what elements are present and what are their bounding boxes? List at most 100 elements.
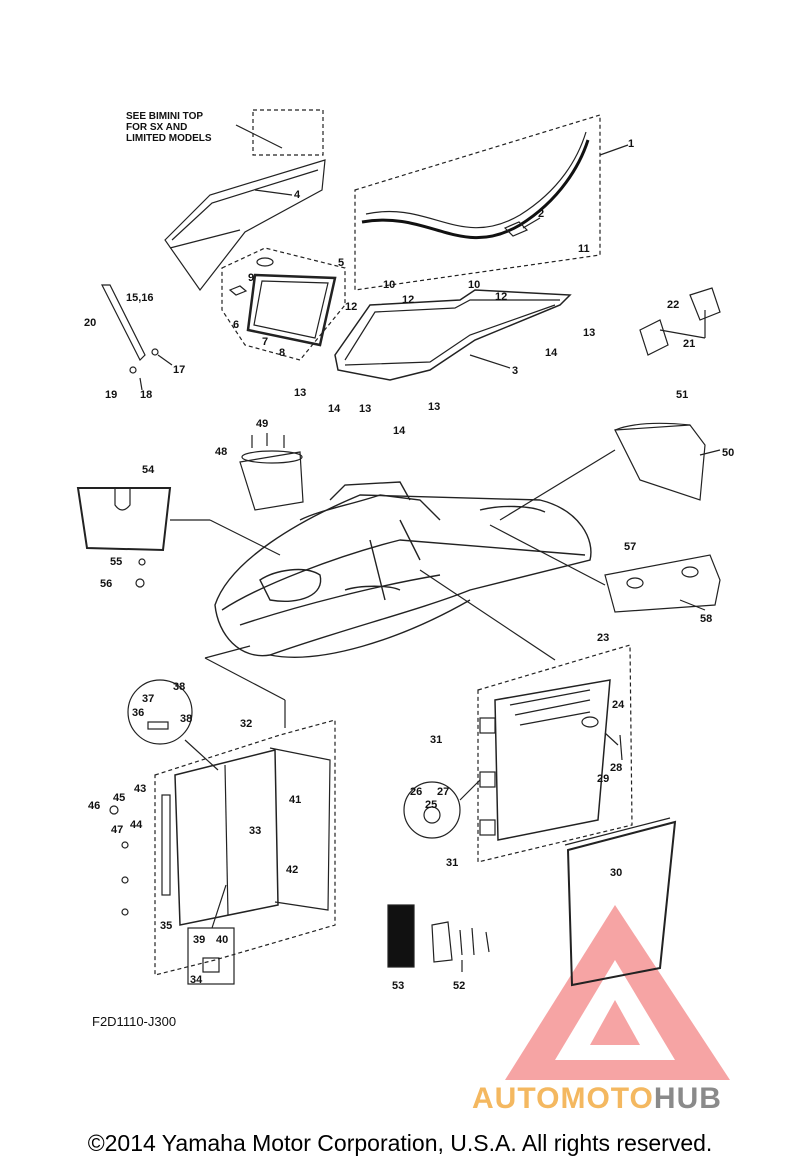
callout-27: 27 — [437, 786, 449, 798]
callout-26: 26 — [410, 786, 422, 798]
callout-13-a: 13 — [294, 387, 306, 399]
bracket-21 — [639, 319, 669, 356]
callout-32: 32 — [240, 718, 252, 730]
callout-9: 9 — [248, 272, 254, 284]
windscreen-3 — [334, 289, 572, 381]
hinge-35 — [161, 794, 171, 896]
latch-detail-box — [187, 927, 235, 985]
seat-cushion-50 — [614, 424, 706, 501]
callout-56: 56 — [100, 578, 112, 590]
callout-51: 51 — [676, 389, 688, 401]
callout-7: 7 — [262, 336, 268, 348]
callout-15-16: 15,16 — [126, 292, 154, 304]
callout-11: 11 — [578, 243, 590, 255]
trim-group-box — [354, 114, 601, 291]
watermark-text-hub: HUB — [653, 1082, 722, 1115]
trim-molding-1-edge — [365, 131, 587, 229]
callout-12-a: 12 — [345, 301, 357, 313]
window-frame-5 — [246, 273, 337, 347]
callout-30: 30 — [610, 867, 622, 879]
callout-44: 44 — [130, 819, 143, 831]
callout-13-b: 13 — [359, 403, 371, 415]
callout-labels: SEE BIMINI TOP FOR SX AND LIMITED MODELS… — [84, 111, 734, 992]
windshield-frame-4 — [164, 159, 326, 292]
callout-21: 21 — [683, 338, 695, 350]
callout-50: 50 — [722, 447, 734, 459]
callout-13-c: 13 — [428, 401, 440, 413]
callout-20: 20 — [84, 317, 96, 329]
callout-4: 4 — [294, 189, 301, 201]
callout-53: 53 — [392, 980, 404, 992]
bimini-note-line2: FOR SX AND — [126, 122, 187, 133]
callout-57: 57 — [624, 541, 636, 553]
callout-49: 49 — [256, 418, 268, 430]
bimini-detail-box — [252, 109, 324, 156]
clip-2 — [503, 221, 529, 237]
hatch-panel-23 — [494, 679, 611, 841]
callout-1: 1 — [628, 138, 634, 150]
tool-bag-52 — [431, 921, 453, 963]
callout-39: 39 — [193, 934, 205, 946]
callout-36: 36 — [132, 707, 144, 719]
bimini-note-arrow — [235, 124, 283, 149]
callout-48: 48 — [215, 446, 227, 458]
callout-25: 25 — [425, 799, 437, 811]
bracket-22 — [689, 287, 721, 321]
callout-34: 34 — [190, 974, 203, 986]
storage-bag-48 — [239, 451, 304, 511]
callout-2: 2 — [538, 208, 544, 220]
callout-58: 58 — [700, 613, 712, 625]
window-group-box — [221, 247, 346, 361]
callout-24: 24 — [612, 699, 625, 711]
support-rod-20 — [101, 284, 146, 362]
callout-41: 41 — [289, 794, 301, 806]
callout-29: 29 — [597, 773, 609, 785]
knob-9 — [256, 257, 274, 267]
bimini-note-line3: LIMITED MODELS — [126, 133, 212, 144]
diagram-code: F2D1110-J300 — [92, 1014, 177, 1029]
detail-circle-36 — [127, 679, 193, 745]
callout-12-c: 12 — [495, 291, 507, 303]
watermark-logo — [505, 905, 730, 1080]
velcro-strip-53 — [387, 904, 415, 968]
callout-6: 6 — [233, 319, 239, 331]
bimini-note-line1: SEE BIMINI TOP — [126, 111, 203, 122]
watermark-text-automoto: AUTOMOTO — [472, 1082, 654, 1115]
callout-14-c: 14 — [545, 347, 558, 359]
door-group-box — [154, 719, 336, 976]
callout-23: 23 — [597, 632, 609, 644]
callout-55: 55 — [110, 556, 122, 568]
callout-45: 45 — [113, 792, 125, 804]
door-panel-33 — [174, 749, 279, 926]
boat-hull — [214, 481, 592, 658]
trim-molding-1 — [361, 139, 590, 240]
callout-14-a: 14 — [328, 403, 341, 415]
callout-17: 17 — [173, 364, 185, 376]
callout-10-left: 10 — [383, 279, 395, 291]
callout-42: 42 — [286, 864, 298, 876]
hatch-group-box — [477, 644, 633, 863]
callout-38-top: 38 — [173, 681, 185, 693]
console-57 — [604, 554, 721, 613]
callout-10-right: 10 — [468, 279, 480, 291]
vent-detail-circle — [403, 781, 461, 839]
callout-46: 46 — [88, 800, 100, 812]
seal-30 — [566, 820, 677, 987]
callout-19: 19 — [105, 389, 117, 401]
callout-5: 5 — [338, 257, 344, 269]
callout-52: 52 — [453, 980, 465, 992]
watermark-text: AUTOMOTOHUB — [472, 1082, 722, 1116]
callout-31-bottom: 31 — [446, 857, 458, 869]
callout-40: 40 — [216, 934, 228, 946]
callout-14-b: 14 — [393, 425, 406, 437]
callout-18: 18 — [140, 389, 152, 401]
callout-33: 33 — [249, 825, 261, 837]
callout-13-d: 13 — [583, 327, 595, 339]
callout-12-b: 12 — [402, 294, 414, 306]
callout-38-right: 38 — [180, 713, 192, 725]
callout-54: 54 — [142, 464, 155, 476]
copyright-notice: ©2014 Yamaha Motor Corporation, U.S.A. A… — [87, 1130, 713, 1156]
callout-28: 28 — [610, 762, 622, 774]
callout-37: 37 — [142, 693, 154, 705]
